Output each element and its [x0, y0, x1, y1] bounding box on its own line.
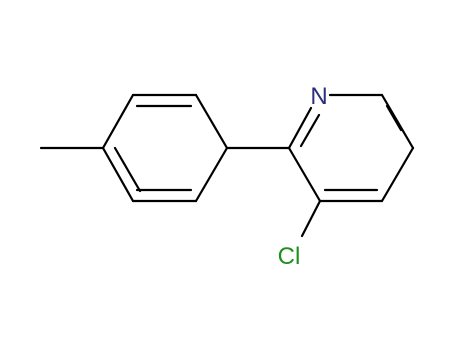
bond-pyr-c6-c5 [380, 93, 415, 150]
atom-label-chlorine: Cl [278, 243, 301, 270]
bond-ring-d [194, 146, 229, 203]
bond-c-cl [300, 199, 322, 238]
bond-pyr-double-2 [385, 104, 403, 132]
atom-label-nitrogen: N [310, 83, 327, 110]
bond-ring-double-3 [113, 146, 142, 193]
pyridine-ring [287, 93, 415, 203]
bond-pyr-c2-n [287, 106, 313, 150]
bond-pyr-c5-c4 [380, 146, 415, 203]
bond-ring-f [101, 146, 135, 203]
bond-ring-a [101, 93, 135, 150]
tolyl-ring [101, 93, 229, 203]
bond-pyr-double-1 [299, 113, 321, 148]
bond-ring-c [194, 93, 229, 150]
bond-pyr-c3-c2 [287, 146, 322, 203]
